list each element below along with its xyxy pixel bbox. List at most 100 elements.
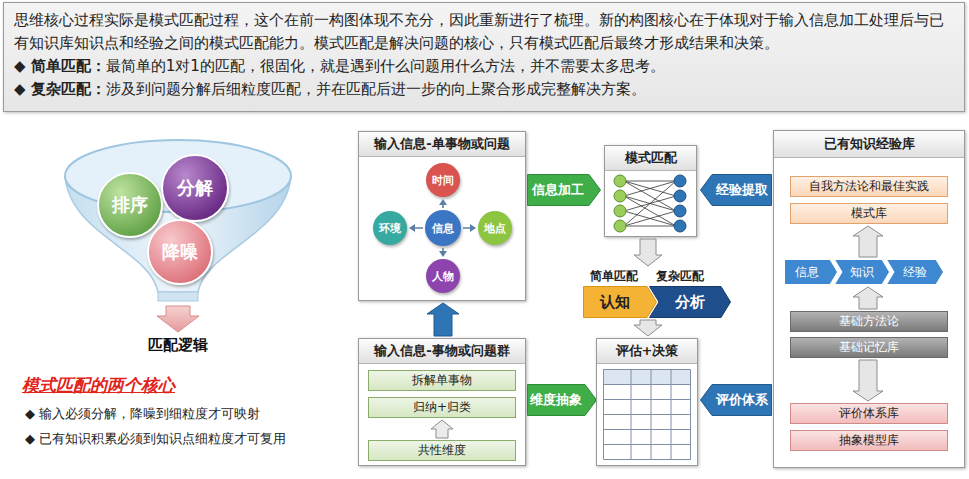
funnel-arrow — [157, 306, 199, 332]
arrow-shape: 经验提取 — [700, 174, 772, 206]
bullet-text: 最简单的1对1的匹配，很固化，就是遇到什么问题用什么方法，并不需要太多思考。 — [106, 57, 665, 75]
tag-outline-fill — [650, 287, 731, 318]
connector-arrow — [427, 303, 459, 336]
match-line — [624, 196, 676, 226]
arrow-label: 维度抽象 — [530, 391, 582, 409]
chevron-label: 知识 — [850, 264, 874, 281]
arrow-outline-fill — [528, 385, 597, 416]
panel-box: 输入信息-单事物或问题时间环境 信息 地点人物 — [358, 131, 526, 301]
item-box: 共性维度 — [368, 440, 516, 461]
chevron-tag: 复杂匹配分析 — [649, 268, 731, 318]
circle-node: 地点 — [478, 211, 512, 245]
match-line — [624, 181, 676, 196]
tag-body: 分析 — [649, 286, 731, 318]
panel-header: 输入信息-单事物或问题 — [359, 132, 525, 157]
item-label: 评价体系库 — [839, 405, 899, 422]
circle-label: 排序 — [112, 193, 148, 217]
table-rule — [690, 370, 691, 460]
circle-label: 地点 — [484, 221, 506, 236]
match-line — [624, 226, 676, 227]
match-line — [624, 211, 676, 226]
match-dot — [674, 205, 686, 217]
circle-label: 环境 — [379, 221, 401, 236]
match-line — [624, 211, 676, 226]
table-rule — [631, 370, 632, 460]
circle-node: 时间 — [426, 163, 460, 197]
bullet-line: ◆ 复杂匹配：涉及到问题分解后细粒度匹配，并在匹配后进一步的向上聚合形成完整解决… — [14, 78, 954, 101]
panel-header: 已有知识经验库 — [774, 131, 964, 158]
heading-note: 模式匹配的两个核心 — [22, 374, 175, 397]
match-line — [624, 181, 676, 196]
arrow-outline-fill — [701, 175, 772, 206]
circle-label: 时间 — [432, 173, 454, 188]
connector-arrow — [439, 199, 447, 208]
item-box: 基础记忆库 — [790, 337, 948, 358]
connector-arrow — [853, 360, 883, 401]
item-box: 归纳+归类 — [368, 397, 516, 418]
tag-heading: 复杂匹配 — [649, 268, 731, 284]
decision-table — [603, 369, 691, 461]
circle-label: 人物 — [432, 269, 454, 284]
item-box: 抽象模型库 — [790, 430, 948, 451]
match-dot — [614, 175, 626, 187]
connector-arrow — [853, 226, 883, 257]
circle-node: 分解 — [161, 154, 229, 222]
arrow-label: 信息加工 — [532, 181, 584, 199]
bullet-note: ◆ 已有知识积累必须到知识点细粒度才可复用 — [25, 430, 286, 448]
item-box: 模式库 — [790, 203, 948, 224]
bullet-line: ◆ 简单匹配：最简单的1对1的匹配，很固化，就是遇到什么问题用什么方法，并不需要… — [14, 55, 954, 78]
table-rule — [604, 384, 691, 385]
circle-label: 降噪 — [162, 240, 198, 264]
table-rule — [604, 399, 691, 400]
bullet-text: 涉及到问题分解后细粒度匹配，并在匹配后进一步的向上聚合形成完整解决方案。 — [106, 80, 646, 98]
match-dot — [674, 190, 686, 202]
item-box: 自我方法论和最佳实践 — [790, 176, 948, 197]
chevron-outline-fill — [785, 260, 838, 285]
connector-arrow — [634, 239, 662, 266]
chevron-label: 经验 — [903, 264, 927, 281]
match-line — [624, 181, 676, 226]
arrow-label: 经验提取 — [716, 181, 768, 199]
match-line — [624, 181, 676, 182]
connector-arrow — [463, 224, 476, 232]
table-rule — [671, 370, 672, 460]
chevron-shape: 信息 — [784, 259, 838, 285]
chevron-outline-fill — [887, 260, 944, 285]
tag-label: 认知 — [600, 293, 630, 312]
bipartite-graph — [610, 173, 690, 235]
circle-node: 人物 — [426, 259, 460, 293]
panel-header: 模式匹配 — [605, 146, 696, 171]
caption-label: 匹配逻辑 — [138, 336, 218, 355]
connector-arrow — [439, 248, 447, 257]
connector-arrow — [853, 287, 883, 309]
bullet-title: ◆ 复杂匹配： — [14, 80, 106, 98]
item-box: 基础方法论 — [790, 311, 948, 332]
connector-arrow — [431, 420, 453, 438]
table-rule — [604, 414, 691, 415]
connector-arrow — [409, 224, 423, 232]
item-box: 拆解单事物 — [368, 370, 516, 391]
match-dot — [674, 175, 686, 187]
match-line — [624, 181, 676, 211]
panel-header: 评估+决策 — [597, 339, 697, 364]
table-rule — [604, 459, 691, 460]
item-label: 模式库 — [851, 205, 887, 222]
match-dot — [674, 220, 686, 232]
connector-arrow — [634, 320, 662, 336]
table-rule — [603, 370, 604, 460]
table-rule — [604, 369, 691, 370]
panel-box: 评估+决策 — [596, 338, 698, 466]
tag-body: 认知 — [583, 286, 657, 318]
item-label: 抽象模型库 — [839, 432, 899, 449]
table-rule — [604, 444, 691, 445]
match-dot — [614, 190, 626, 202]
item-label: 共性维度 — [418, 442, 466, 459]
item-label: 拆解单事物 — [412, 372, 472, 389]
match-dot — [614, 205, 626, 217]
arrow-shape: 评价体系 — [700, 384, 772, 416]
item-box: 评价体系库 — [790, 403, 948, 424]
panel-box: 输入信息-事物或问题群拆解单事物归纳+归类共性维度 — [358, 338, 526, 466]
tag-label: 分析 — [675, 293, 705, 312]
circle-node: 信息 — [425, 210, 461, 246]
